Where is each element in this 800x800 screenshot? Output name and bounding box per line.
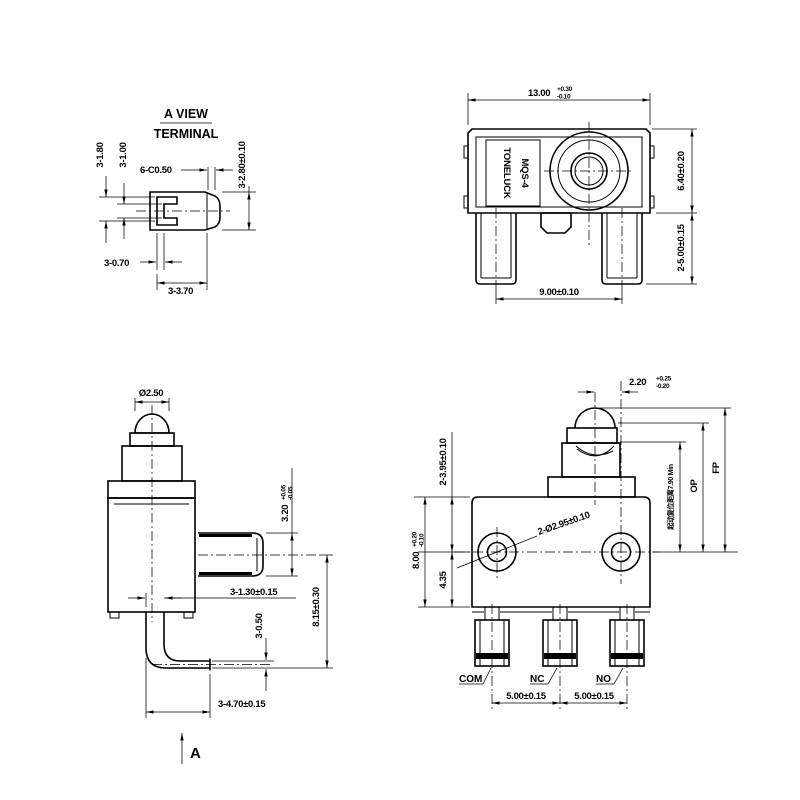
view-side-switch: Ø2.50 3.20 +0.05 -0.05 [107,388,333,764]
dimension-mounting-holes: 2-Ø2.95±0.10 [456,510,591,569]
front-terminal-nc [542,604,578,710]
dim-lug-height-main: 3.20 [280,505,291,522]
middle-tab [540,212,572,234]
dim-overall-height-text: 8.15±0.30 [311,587,322,627]
side-body [107,497,196,613]
front-stem-arc-1 [576,445,615,457]
body-tab-left-lower [463,195,469,209]
terminal-labels: COM NC NO [459,667,624,685]
dimension-terminal-width: 3-1.30±0.15 [128,587,296,607]
dim-pin-pitch-text: 9.00±0.10 [539,287,579,298]
dim-terminal-thickness-text: 3-0.50 [254,613,265,638]
dimension-body-width: 13.00 +0.30 -0.10 [467,86,651,125]
dim-terminal-pitch-left-text: 5.00±0.15 [506,691,547,702]
label-no: NO [596,674,611,685]
dim-lug-height-tol-plus: +0.05 [281,484,288,500]
dim-plunger-diameter-text: Ø2.50 [139,388,163,399]
dim-hole-bottom-text: 4.35 [438,570,449,588]
dim-plunger-offset-tol-plus: +0.25 [656,376,672,383]
dimension-overall-height: 8.15±0.30 [274,554,333,669]
view-top-switch: TONELUCK MQS-4 13.00 [463,86,697,304]
dim-lug-height-tol-minus: -0.05 [288,486,295,500]
body-tab-left-upper [463,145,469,159]
dimension-body-height: 6.40±0.20 [652,128,697,214]
brand-model-text: MQS-4 [519,158,530,188]
brand-name-text: TONELUCK [501,147,512,198]
dim-slot-gap-text: 3-1.00 [118,142,129,167]
label-nc: NC [530,674,544,685]
terminal-outline [149,191,221,231]
dim-front-body-height-main: 8.00 [411,552,422,569]
label-com: COM [459,674,482,685]
side-foot-left [109,611,120,619]
dimension-pin-length: 2-5.00±0.15 [646,213,697,285]
switch-body-inner [475,136,643,208]
dim-terminal-length-text: 3-3.70 [168,286,193,297]
dim-chamfer-text: 6-C0.50 [140,165,172,176]
dim-mounting-holes-text: 2-Ø2.95±0.10 [536,510,591,538]
dimension-front-left: 8.00 +0.20 -0.10 2-3.95±0.10 4.35 [411,432,470,608]
side-foot-right [183,611,194,619]
dimension-chamfer: 6-C0.50 [140,165,233,190]
body-tab-right-upper [649,145,655,159]
dim-terminal-reach-text: 3-4.70±0.15 [218,699,266,710]
view-direction-arrow: A [180,733,201,764]
dimension-plunger-offset: 2.20 +0.25 -0.20 [578,376,672,394]
front-plunger-dome [574,407,616,429]
front-terminal-no [609,604,645,710]
body-tab-right-lower [649,195,655,209]
dimension-plunger-diameter: Ø2.50 [134,388,170,411]
dimension-terminal-pitch: 5.00±0.15 5.00±0.15 [492,691,627,705]
dim-pin-length-text: 2-5.00±0.15 [676,223,687,271]
dim-terminal-width-text: 3-1.30±0.15 [230,587,278,598]
dimension-slot-gap: 3-1.00 [117,142,162,239]
dim-body-width-tol-plus: +0.30 [557,86,573,93]
plunger-dome [134,413,170,434]
dim-fp-text: FP [711,461,722,474]
dim-op-text: OP [689,478,700,492]
front-body-outline [471,496,651,608]
dimension-lug-height: 3.20 +0.05 -0.05 [266,468,298,577]
dimension-terminal-height: 3-2.80±0.10 [222,141,256,231]
side-bent-terminal [145,612,272,671]
dimension-pin-pitch: 9.00±0.10 [495,287,623,304]
front-plunger-base [547,476,636,498]
view-a-terminal-detail: A VIEW TERMINAL 3-2.80±0.10 6-C0.50 [95,107,256,297]
dim-travel-text: 起动复位距离7.90 Min [666,464,675,530]
pin-right [601,208,643,290]
dim-front-body-height-tol-plus: +0.20 [412,531,419,547]
terminal-slot [156,196,178,226]
dim-plunger-offset-main: 2.20 [629,377,646,388]
body-flange [107,480,196,499]
view-front-switch: 2-Ø2.95±0.10 [411,376,738,710]
dim-body-width-main: 13.00 [528,88,550,99]
dim-wall-text: 3-0.70 [104,258,129,269]
dimension-wall: 3-0.70 [104,233,182,270]
front-stem-arc-2 [575,445,614,456]
view-a-subtitle: TERMINAL [154,127,219,141]
brand-label-box [485,139,541,207]
dim-plunger-offset-tol-minus: -0.20 [656,383,670,390]
dimension-terminal-reach: 3-4.70±0.15 [145,658,267,718]
view-a-title: A VIEW [164,107,208,121]
dim-hole-top-text: 2-3.95±0.10 [438,438,449,485]
dim-body-height-text: 6.40±0.20 [676,151,687,191]
dimension-slot-pitch: 3-1.80 [95,142,155,243]
dimension-terminal-length: 3-3.70 [156,233,208,297]
dimension-terminal-thickness: 3-0.50 [212,613,274,691]
switch-body-outline [467,128,651,214]
pin-left [475,208,517,290]
dim-terminal-height-text: 3-2.80±0.10 [237,141,248,188]
dimension-front-right: 起动复位距离7.90 Min OP FP [600,407,738,553]
dim-terminal-pitch-right-text: 5.00±0.15 [574,691,615,702]
dim-slot-pitch-text: 3-1.80 [95,142,106,167]
dim-front-body-height-tol-minus: -0.10 [419,533,426,547]
view-direction-label: A [190,745,201,762]
front-terminal-com [474,604,510,710]
dim-body-width-tol-minus: -0.10 [557,94,571,101]
front-plunger-collar [566,427,618,444]
side-lug [198,532,264,577]
